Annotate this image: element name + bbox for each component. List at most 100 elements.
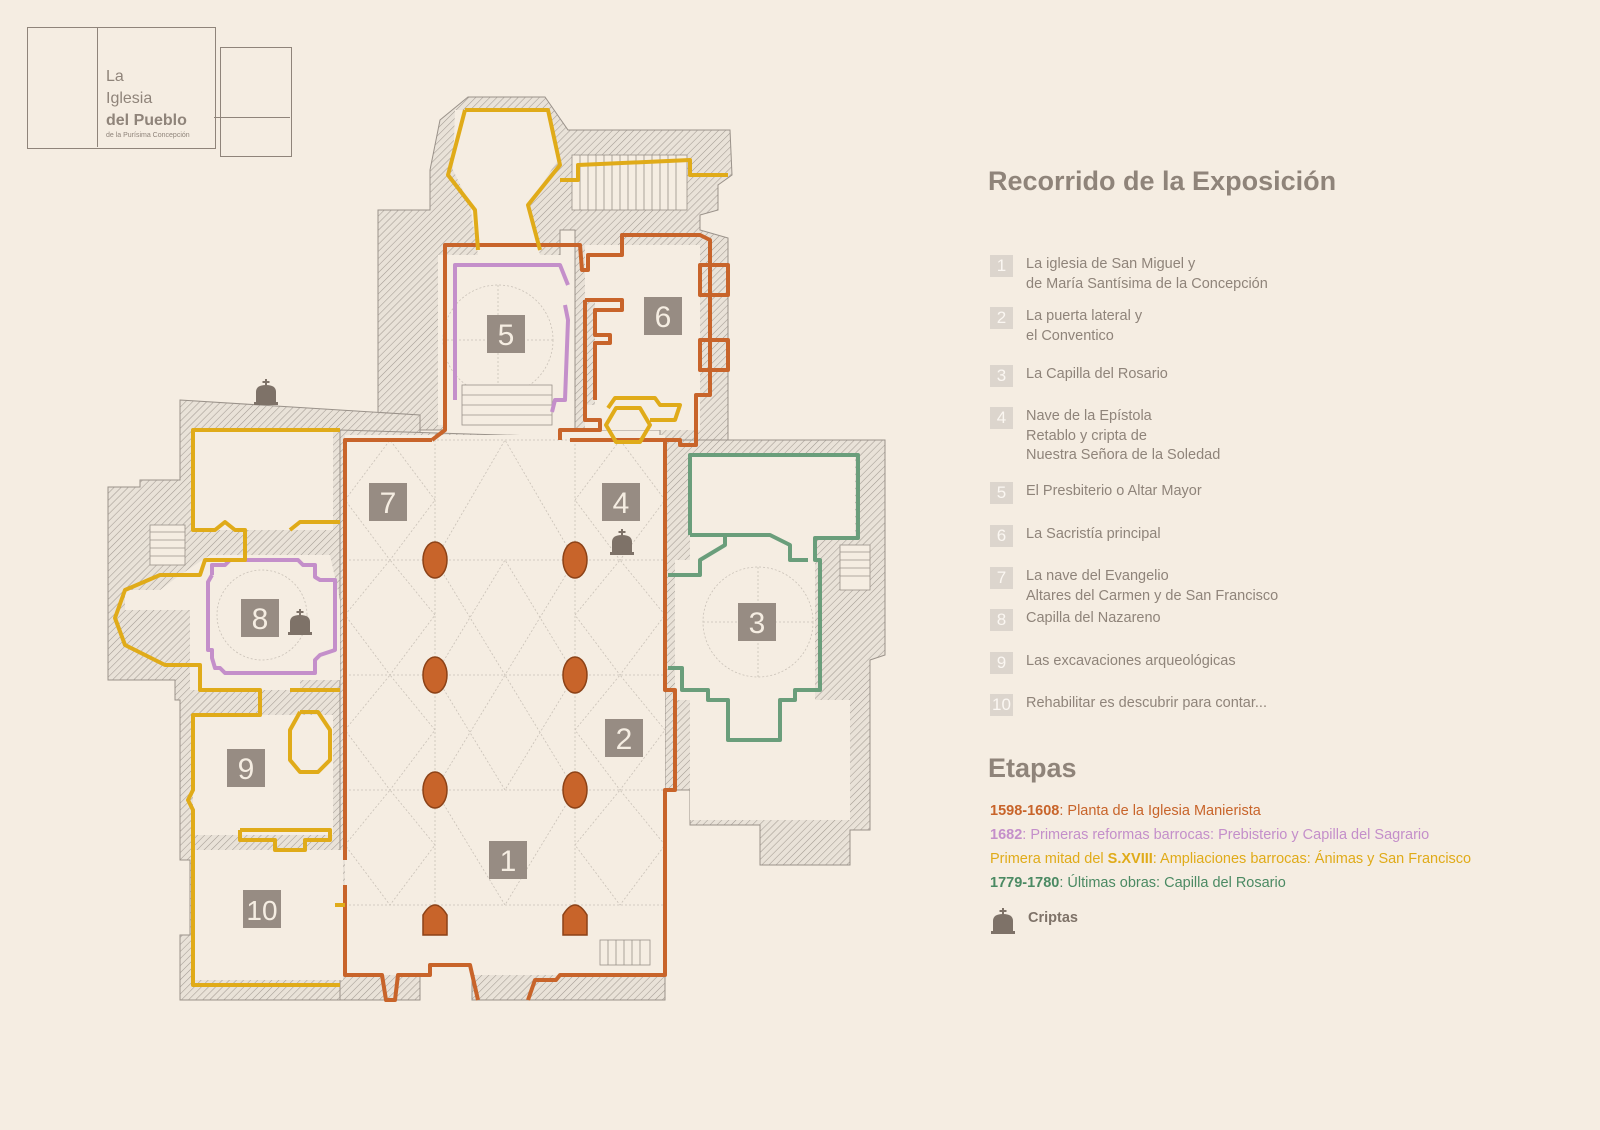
- legend-item-line: La Sacristía principal: [1026, 526, 1161, 542]
- column: [562, 771, 588, 809]
- stage-text: : Ampliaciones barrocas: Ánimas y San Fr…: [1152, 851, 1472, 867]
- outline-1598: [343, 233, 730, 1002]
- outline-1779: [668, 453, 860, 742]
- legend-item-line: el Conventico: [1026, 327, 1114, 344]
- logo-frame: [27, 27, 216, 149]
- logo-line2: Iglesia: [106, 90, 153, 107]
- stage-text: : Primeras reformas barrocas: Prebisteri…: [1022, 827, 1430, 843]
- column: [422, 541, 448, 579]
- legend-item-number: 5: [990, 482, 1013, 504]
- svg-text:1: 1: [500, 845, 517, 878]
- legend-item-number: 9: [990, 652, 1013, 674]
- crypt-label: Criptas: [1028, 910, 1078, 926]
- legend-item-number: 1: [990, 255, 1013, 277]
- logo-line3: del Pueblo: [106, 112, 187, 129]
- stage-text: S.XVIII: [1107, 851, 1153, 867]
- legend-item-number: 7: [990, 567, 1013, 589]
- legend-item-line: La nave del Evangelio: [1026, 568, 1169, 584]
- cross-tomb-icon: [991, 908, 1015, 934]
- room-number-6[interactable]: 6: [644, 297, 682, 335]
- legend-item-line: Altares del Carmen y de San Francisco: [1026, 587, 1279, 604]
- svg-text:7: 7: [380, 487, 397, 520]
- legend-item-number: 6: [990, 525, 1013, 547]
- legend-item-label: Capilla del Nazareno: [1026, 609, 1161, 629]
- stage-text: Primera mitad del: [990, 851, 1108, 867]
- svg-text:8: 8: [252, 603, 269, 636]
- svg-text:2: 2: [616, 723, 633, 756]
- stages-title: Etapas: [988, 753, 1077, 783]
- stage-text: : Planta de la Iglesia Manierista: [1059, 803, 1261, 819]
- logo-line: [214, 117, 290, 118]
- room-number-2[interactable]: 2: [605, 719, 643, 757]
- stair-steps: [150, 155, 870, 965]
- legend-item-line: Nuestra Señora de la Soledad: [1026, 447, 1221, 463]
- legend-item-line: El Presbiterio o Altar Mayor: [1026, 483, 1202, 499]
- legend-item-line: La puerta lateral y: [1026, 308, 1143, 324]
- svg-text:6: 6: [655, 301, 672, 334]
- room-number-1[interactable]: 1: [489, 841, 527, 879]
- legend-item-number: 10: [990, 694, 1013, 716]
- room-number-5[interactable]: 5: [487, 315, 525, 353]
- stage-line: 1598-1608: Planta de la Iglesia Manieris…: [990, 802, 1261, 820]
- legend-item-label: La puerta lateral y el Conventico: [1026, 307, 1142, 346]
- legend-item-line: Retablo y cripta de: [1026, 427, 1147, 444]
- svg-text:9: 9: [238, 753, 255, 786]
- crypt-markers: [254, 379, 634, 635]
- room-number-4[interactable]: 4: [602, 483, 640, 521]
- room-number-3[interactable]: 3: [738, 603, 776, 641]
- room-number-boxes: 1 2 3 4 5 6 7: [227, 297, 776, 928]
- stages-legend: Etapas 1598-1608: Planta de la Iglesia M…: [988, 752, 1471, 934]
- logo: La Iglesia del Pueblo de la Purísima Con…: [27, 27, 292, 162]
- column: [562, 904, 588, 936]
- legend-item-number: 4: [990, 407, 1013, 429]
- legend-item-label: Las excavaciones arqueológicas: [1026, 652, 1236, 672]
- stage-text: 1682: [990, 827, 1023, 843]
- logo-divider: [97, 27, 98, 147]
- stage-text: : Últimas obras: Capilla del Rosario: [1059, 875, 1286, 891]
- legend-item-label: La iglesia de San Miguel y de María Santí…: [1026, 255, 1268, 294]
- svg-text:3: 3: [749, 607, 766, 640]
- legend-item-label: La Capilla del Rosario: [1026, 365, 1168, 385]
- column: [422, 904, 448, 936]
- logo-line4: de la Purísima Concepción: [106, 132, 190, 139]
- columns: [422, 541, 588, 936]
- legend-item-number: 8: [990, 609, 1013, 631]
- stage-line: 1779-1780: Últimas obras: Capilla del Ro…: [990, 874, 1286, 892]
- tour-legend: Recorrido de la Exposición 1 La iglesia d…: [988, 165, 1588, 716]
- legend-item-line: La iglesia de San Miguel y: [1026, 256, 1196, 272]
- svg-text:10: 10: [246, 895, 277, 926]
- legend-item-label: El Presbiterio o Altar Mayor: [1026, 482, 1202, 502]
- room-number-9[interactable]: 9: [227, 749, 265, 787]
- svg-text:5: 5: [498, 319, 515, 352]
- logo-line1: La: [106, 68, 124, 85]
- legend-item-line: de María Santísima de la Concepción: [1026, 275, 1268, 292]
- legend-item-line: Rehabilitar es descubrir para contar...: [1026, 695, 1267, 711]
- legend-item-label: La Sacristía principal: [1026, 525, 1161, 545]
- room-number-7[interactable]: 7: [369, 483, 407, 521]
- legend-item-line: La Capilla del Rosario: [1026, 366, 1168, 382]
- legend-item-line: Nave de la Epístola: [1026, 408, 1152, 424]
- column: [422, 771, 448, 809]
- logo-frame-secondary: [220, 47, 292, 157]
- column: [562, 656, 588, 694]
- legend-item-label: Rehabilitar es descubrir para contar...: [1026, 694, 1267, 714]
- stage-line: Primera mitad del S.XVIII: Ampliaciones …: [990, 850, 1471, 868]
- outline-xviii: [113, 108, 728, 987]
- room-number-8[interactable]: 8: [241, 599, 279, 637]
- column: [562, 541, 588, 579]
- outline-1682: [206, 263, 570, 675]
- legend-title: Recorrido de la Exposición: [988, 166, 1337, 196]
- legend-item-number: 2: [990, 307, 1013, 329]
- stage-text: 1598-1608: [990, 803, 1060, 819]
- legend-item-line: Las excavaciones arqueológicas: [1026, 653, 1236, 669]
- cross-tomb-icon: [254, 379, 278, 405]
- room-number-10[interactable]: 10: [243, 890, 281, 928]
- stage-text: 1779-1780: [990, 875, 1060, 891]
- legend-item-number: 3: [990, 365, 1013, 387]
- cross-tomb-icon: [610, 529, 634, 555]
- legend-item-line: Capilla del Nazareno: [1026, 610, 1161, 626]
